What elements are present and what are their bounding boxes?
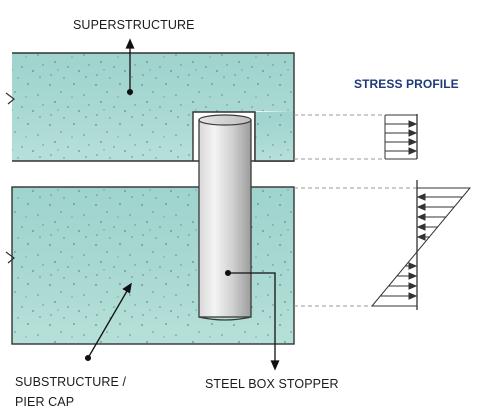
stress-arrows-upper bbox=[385, 120, 418, 155]
substructure-label-line2: PIER CAP bbox=[15, 395, 75, 409]
stress-arrows-lower-right bbox=[380, 262, 418, 300]
superstructure-block bbox=[5, 52, 295, 162]
substructure-label: SUBSTRUCTURE / PIER CAP bbox=[15, 372, 126, 412]
leader-steel-stopper bbox=[224, 269, 280, 371]
steel-box-stopper-label: STEEL BOX STOPPER bbox=[205, 377, 339, 391]
superstructure-label: SUPERSTRUCTURE bbox=[73, 18, 195, 32]
leader-superstructure bbox=[125, 38, 135, 96]
projection-lines bbox=[294, 114, 418, 307]
leader-substructure bbox=[84, 282, 132, 362]
stress-profile-lower bbox=[370, 180, 472, 310]
stress-profile-upper bbox=[384, 114, 418, 160]
substructure-label-line1: SUBSTRUCTURE / bbox=[15, 375, 127, 389]
stress-profile-title: STRESS PROFILE bbox=[354, 77, 459, 91]
stress-arrows-lower-left bbox=[416, 193, 463, 241]
steel-box-stopper bbox=[198, 114, 252, 321]
